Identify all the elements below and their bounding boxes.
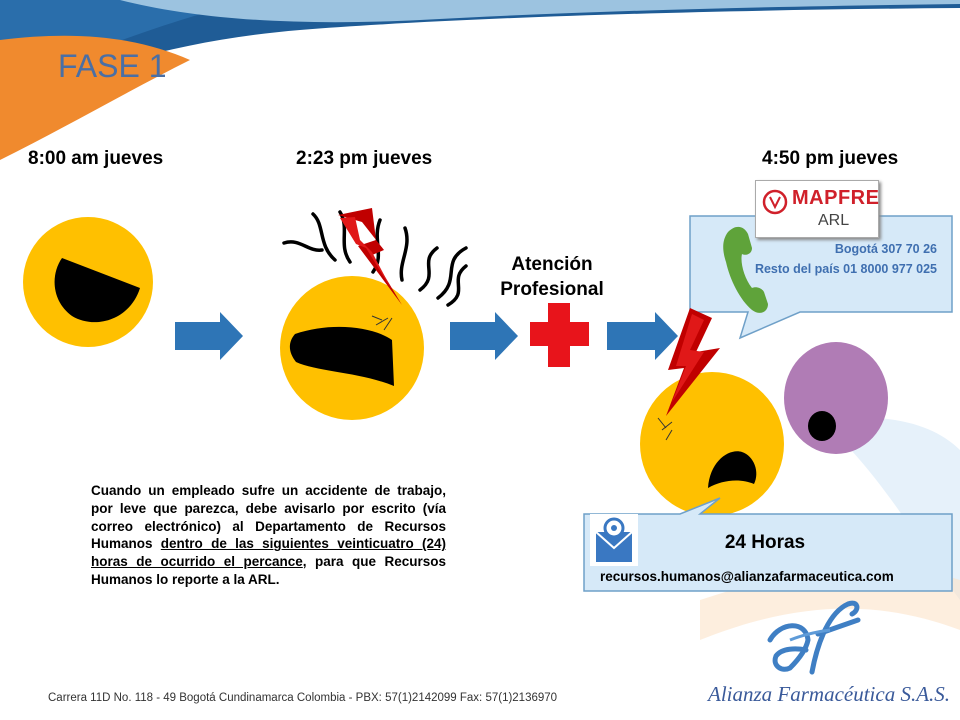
- arrow-icon: [175, 312, 243, 360]
- red-cross-icon: [530, 303, 589, 367]
- arrow-icon: [607, 312, 678, 360]
- time-label-1: 8:00 am jueves: [28, 148, 164, 169]
- worried-face-icon: [640, 372, 784, 516]
- slide-title: FASE 1: [58, 48, 167, 84]
- paragraph-underlined: dentro de las siguientes veinticuatro (2…: [91, 536, 446, 570]
- paragraph-part-2: , para que Recursos Humanos lo reporte a…: [91, 554, 446, 587]
- paragraph-part-1: Cuando un empleado sufre un accidente de…: [91, 483, 446, 552]
- lightning-icon: [338, 208, 402, 305]
- atencion-line-2: Profesional: [500, 279, 604, 300]
- instruction-paragraph: Cuando un empleado sufre un accidente de…: [91, 482, 446, 589]
- company-name: Alianza Farmacéutica S.A.S.: [708, 682, 951, 706]
- footer-address: Carrera 11D No. 118 - 49 Bogotá Cundinam…: [48, 692, 558, 704]
- header-decoration: [0, 0, 960, 161]
- deadline-title: 24 Horas: [724, 532, 806, 553]
- hurt-face-icon: [280, 276, 424, 420]
- company-logo-icon: [767, 600, 861, 675]
- hr-email-link[interactable]: recursos.humanos@alianzafarmaceutica.com: [600, 569, 894, 584]
- arl-label: ARL: [818, 212, 850, 229]
- happy-face-icon: [23, 217, 153, 347]
- phone-icon: [723, 226, 768, 313]
- phone-national: Resto del país 01 8000 977 025: [754, 262, 937, 276]
- arrow-icon: [450, 312, 518, 360]
- purple-ear-icon: [784, 342, 888, 454]
- lightning-icon: [666, 308, 720, 416]
- mapfre-brand: MAPFRE: [792, 187, 880, 209]
- mapfre-emblem-icon: [762, 189, 788, 215]
- time-label-3: 4:50 pm jueves: [762, 148, 899, 169]
- phone-bogota: Bogotá 307 70 26: [834, 242, 937, 256]
- atencion-line-1: Atención: [511, 254, 593, 275]
- bottom-swoosh: [820, 417, 960, 600]
- mapfre-arl-logo: MAPFRE ARL: [755, 180, 879, 238]
- atencion-label: Atención Profesional: [482, 252, 622, 302]
- email-icon: [590, 514, 638, 566]
- time-label-2: 2:23 pm jueves: [296, 148, 433, 169]
- email-callout: [583, 497, 953, 592]
